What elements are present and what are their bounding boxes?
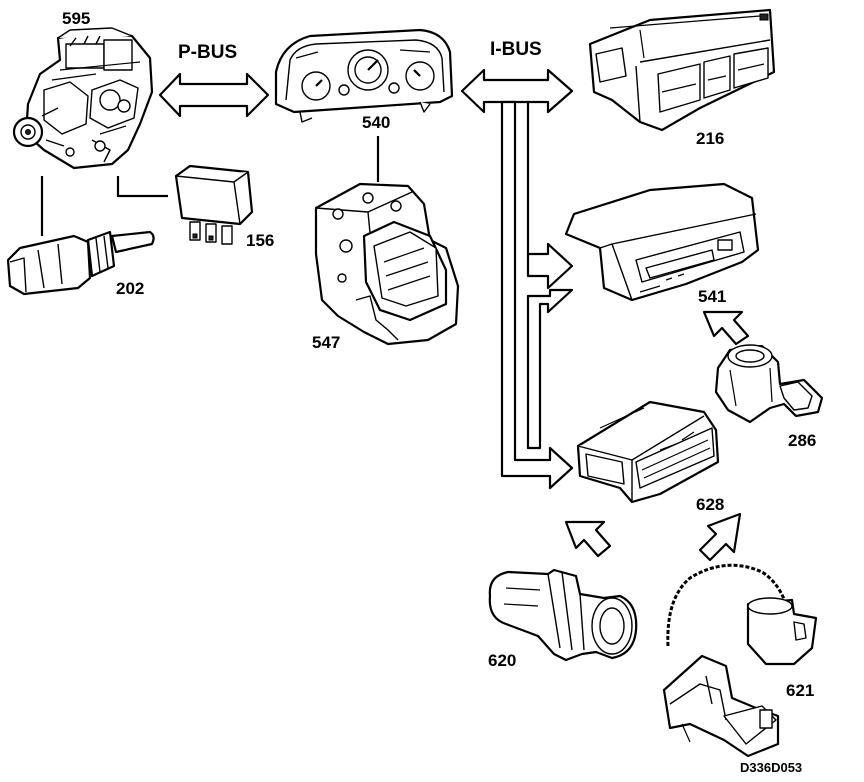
label-216: 216 [696, 129, 724, 148]
arrow-621-to-628 [698, 512, 742, 562]
i-bus-branch-541 [526, 100, 574, 290]
label-540: 540 [362, 113, 390, 132]
i-bus-label: I-BUS [490, 39, 542, 60]
p-bus-label: P-BUS [178, 42, 237, 63]
injection-pump-595 [12, 27, 154, 170]
label-541: 541 [698, 287, 726, 306]
label-286: 286 [788, 431, 816, 450]
label-621: 621 [786, 681, 814, 700]
i-bus-trunk [500, 100, 574, 490]
label-202: 202 [116, 279, 144, 298]
control-module-628 [576, 400, 720, 504]
pressure-sensor-620 [488, 568, 638, 662]
i-bus-branch-628 [526, 288, 574, 450]
display-unit-541 [564, 182, 760, 302]
abs-module-547 [314, 182, 460, 346]
label-547: 547 [312, 333, 340, 352]
relay-156 [174, 164, 254, 245]
label-628: 628 [696, 495, 724, 514]
sensor-cable-621 [662, 563, 818, 758]
label-595: 595 [62, 9, 90, 28]
temperature-sensor-202 [6, 230, 155, 296]
label-156: 156 [246, 231, 274, 250]
i-bus-arrow [460, 68, 574, 114]
drawing-code: D336D053 [740, 760, 802, 775]
arrow-286-to-541 [702, 310, 750, 346]
instrument-cluster-540 [274, 28, 454, 123]
p-bus-arrow [158, 72, 270, 118]
line-595-156 [116, 176, 168, 198]
label-620: 620 [488, 651, 516, 670]
arrow-620-to-628 [564, 520, 612, 558]
control-panel-216 [588, 8, 776, 132]
light-sensor-286 [714, 344, 824, 424]
